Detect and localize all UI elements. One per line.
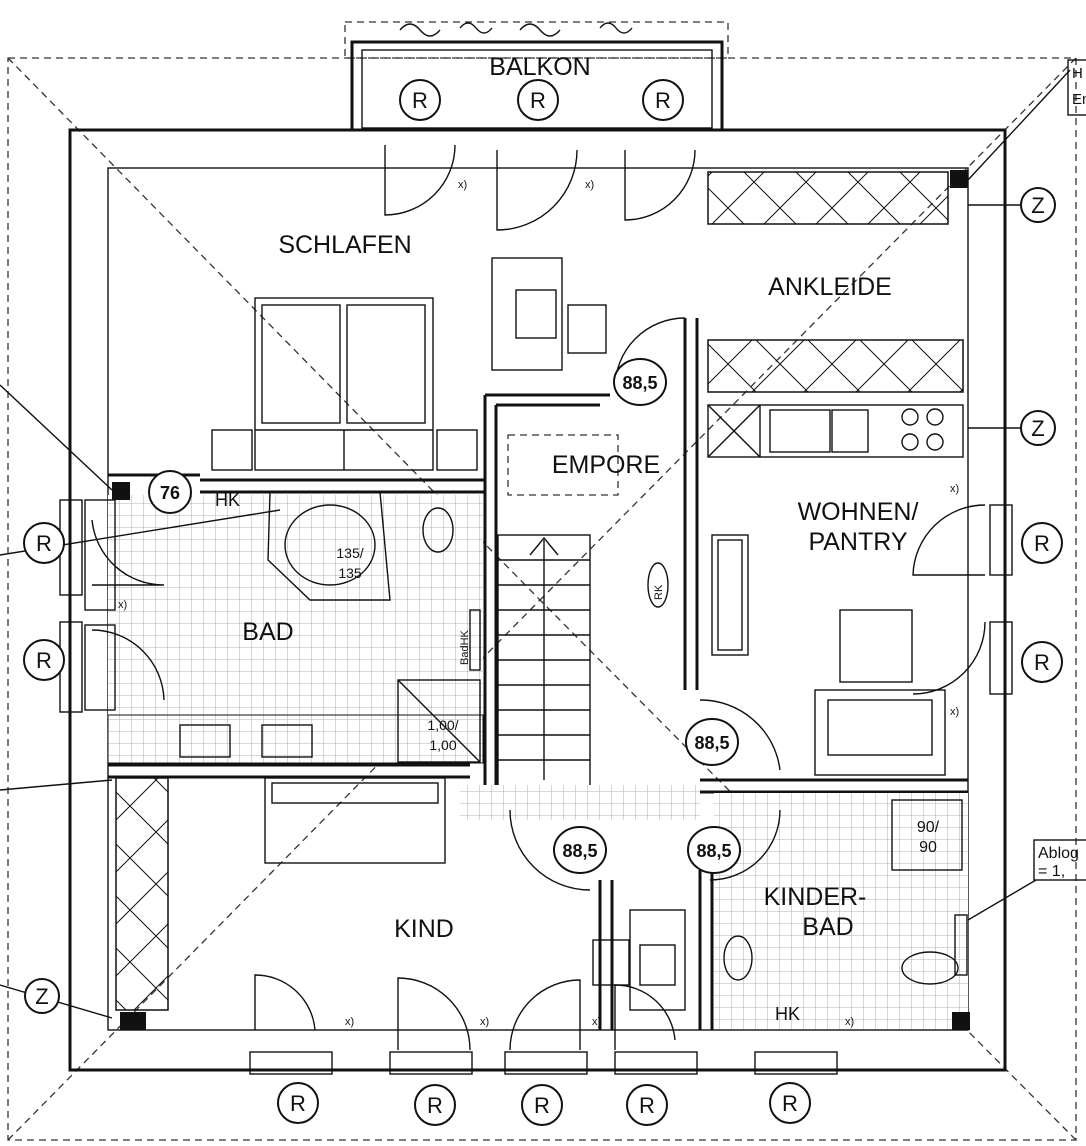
leader-lines [0, 69, 1071, 1019]
r-marker: R [769, 1082, 811, 1124]
r-marker: R [23, 639, 65, 681]
dimension-885-text: 88,5 [622, 373, 657, 393]
hk-label-kinderbad: HK [775, 1004, 800, 1024]
edge-note: H En [1067, 59, 1086, 116]
x-mark: x) [845, 1016, 854, 1028]
svg-text:R: R [1034, 650, 1050, 675]
shower-size-2: 1,00 [429, 737, 456, 753]
svg-text:R: R [427, 1093, 443, 1118]
z-marker: Z [24, 978, 60, 1014]
z-marker: Z [1020, 187, 1056, 223]
dimension-885-wohnen: 88,5 [685, 718, 739, 766]
x-mark: x) [345, 1016, 354, 1028]
ablage-text-2: = 1, [1038, 863, 1065, 880]
x-mark: x) [950, 483, 959, 495]
r-marker: R [642, 79, 684, 121]
dimension-885-text: 88,5 [562, 841, 597, 861]
svg-text:R: R [36, 531, 52, 556]
double-bed [211, 297, 478, 471]
svg-text:R: R [530, 88, 546, 113]
kb-shower-size-1: 90/ [917, 819, 940, 836]
room-label-kinderbad: KINDER- [764, 883, 867, 911]
edge-text-1: H [1072, 65, 1083, 82]
wardrobe-bottom [707, 339, 964, 393]
ablage-note: Ablog = 1, [1033, 839, 1086, 881]
bath-tiles [84, 491, 484, 764]
empore-box [507, 434, 619, 496]
dimension-885-text: 88,5 [694, 733, 729, 753]
room-label-bad: BAD [242, 618, 293, 646]
shower-size-1: 1,00/ [427, 717, 458, 733]
kb-shower-size-2: 90 [919, 839, 937, 856]
room-label-wohnen: WOHNEN/ [798, 498, 919, 526]
r-marker: R [23, 522, 65, 564]
r-marker: R [521, 1084, 563, 1126]
x-mark: x) [480, 1016, 489, 1028]
wardrobe-kind [115, 777, 169, 1011]
room-label-schlafen: SCHLAFEN [278, 231, 411, 259]
svg-text:R: R [655, 88, 671, 113]
x-mark: x) [592, 1016, 601, 1028]
r-marker: R [517, 79, 559, 121]
svg-text:R: R [534, 1093, 550, 1118]
svg-text:R: R [36, 648, 52, 673]
room-label-ankleide: ANKLEIDE [768, 273, 892, 301]
svg-text:R: R [1034, 531, 1050, 556]
badhk-label: BadHK [459, 629, 471, 665]
svg-text:R: R [412, 88, 428, 113]
desk-schlafen [491, 257, 607, 371]
room-label-kind: KIND [394, 915, 454, 943]
windows [59, 170, 1013, 1075]
roof-outline [7, 21, 1077, 1141]
dimension-885-text: 88,5 [696, 841, 731, 861]
x-mark: x) [458, 179, 467, 191]
kitchen-counter [707, 404, 964, 458]
kind-furniture [264, 777, 686, 1011]
r-marker: R [1021, 522, 1063, 564]
x-mark: x) [118, 599, 127, 611]
kinderbad-tiles [714, 793, 968, 1029]
z-marker: Z [1020, 410, 1056, 446]
svg-text:Z: Z [1031, 193, 1044, 218]
living-furniture [647, 534, 946, 776]
room-label-pantry: PANTRY [808, 528, 907, 556]
rk-label: RK [653, 584, 665, 600]
room-label-empore: EMPORE [552, 451, 660, 479]
x-mark: x) [585, 179, 594, 191]
tub-size-2: 135 [338, 565, 362, 581]
dimension-885-kind: 88,5 [553, 826, 607, 874]
ablage-text-1: Ablog [1038, 845, 1079, 862]
room-label-kinderbad-2: BAD [802, 913, 853, 941]
svg-text:Z: Z [35, 984, 48, 1009]
r-marker: R [626, 1084, 668, 1126]
room-label-balkon: BALKON [489, 53, 590, 81]
svg-text:R: R [782, 1091, 798, 1116]
dimension-76-text: 76 [160, 483, 180, 503]
doors [91, 144, 986, 1051]
wardrobe-top [707, 171, 949, 225]
svg-text:Z: Z [1031, 416, 1044, 441]
r-marker: R [277, 1082, 319, 1124]
dimension-885-ankleide: 88,5 [613, 358, 667, 406]
tub-size-1: 135/ [336, 545, 363, 561]
r-marker: R [414, 1084, 456, 1126]
svg-text:R: R [639, 1093, 655, 1118]
svg-text:R: R [290, 1091, 306, 1116]
interior-walls [108, 318, 968, 1030]
dimension-885-kinderbad: 88,5 [687, 826, 741, 874]
r-marker: R [1021, 641, 1063, 683]
hk-label-bad: HK [215, 490, 240, 510]
x-mark: x) [950, 706, 959, 718]
edge-text-2: En [1072, 91, 1086, 108]
r-marker: R [399, 79, 441, 121]
dimension-76: 76 [148, 470, 192, 514]
staircase [460, 534, 700, 820]
